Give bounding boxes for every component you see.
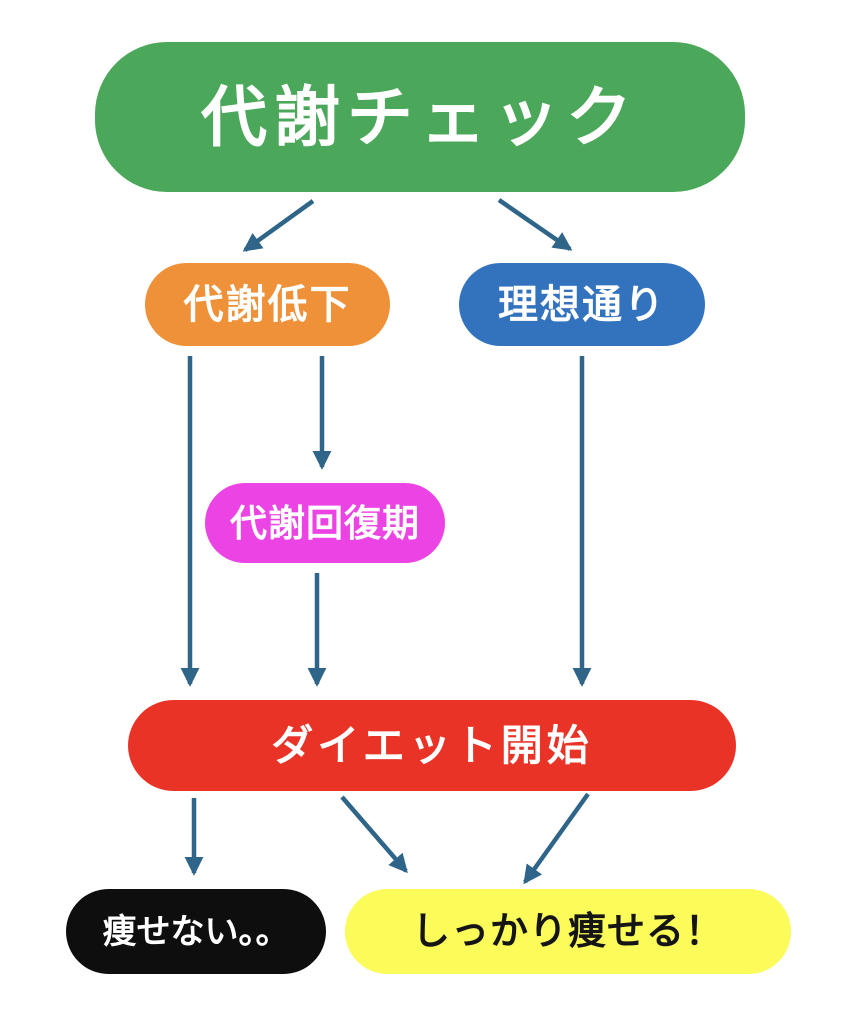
edge-diet-to-yaseru-right xyxy=(523,792,590,885)
node-as-ideal: 理想通り xyxy=(459,263,705,346)
node-cannot-lose-weight: 痩せない。。 xyxy=(66,889,326,974)
node-lose-weight-well: しっかり痩せる！ xyxy=(345,889,791,974)
node-metabolism-recovery: 代謝回復期 xyxy=(205,483,445,563)
node-metabolism-check: 代謝チェック xyxy=(95,42,745,192)
edge-check-to-risou xyxy=(497,198,573,251)
node-diet-start: ダイエット開始 xyxy=(128,700,736,791)
node-metabolism-decline: 代謝低下 xyxy=(145,263,390,346)
edge-check-to-teika xyxy=(242,199,315,252)
edge-diet-to-yaseru-left xyxy=(340,795,408,874)
